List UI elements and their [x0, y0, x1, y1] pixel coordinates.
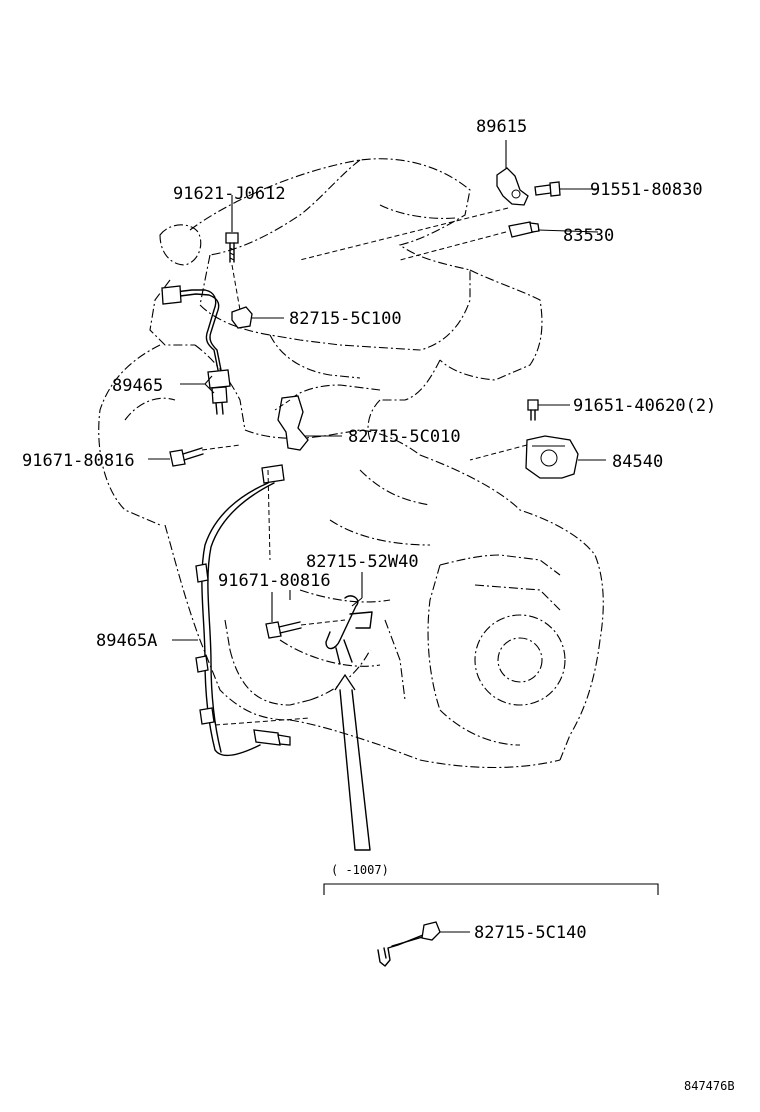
bolt-91671-lower	[265, 621, 302, 639]
components	[161, 167, 659, 967]
label-91551-80830: 91551-80830	[590, 180, 703, 200]
cam-position-sensor	[496, 167, 529, 206]
part-labels: 89615 91551-80830 83530 91621-J0612 8271…	[22, 117, 735, 1093]
oxygen-sensor-lower	[195, 464, 291, 757]
label-82715-5C100: 82715-5C100	[289, 309, 402, 329]
label-82715-5C010: 82715-5C010	[348, 427, 461, 447]
drawing-id: 847476B	[684, 1079, 735, 1093]
bolt-91651	[527, 399, 539, 421]
oil-pressure-switch	[508, 221, 540, 238]
label-82715-5C140: 82715-5C140	[474, 923, 587, 943]
label-91671-80816-lower: 91671-80816	[218, 571, 331, 591]
neutral-start-switch	[525, 435, 579, 479]
inset-bracket	[323, 883, 659, 895]
bracket-5c010	[277, 395, 309, 451]
label-83530: 83530	[563, 226, 614, 246]
label-89465: 89465	[112, 376, 163, 396]
bracket-5c100	[231, 306, 253, 329]
bolt-91621	[225, 232, 239, 263]
range-note: ( -1007)	[331, 863, 389, 877]
leader-lines	[148, 140, 606, 933]
location-arrow	[334, 673, 371, 851]
label-84540: 84540	[612, 452, 663, 472]
label-82715-52W40: 82715-52W40	[306, 552, 419, 572]
bolt-91671-upper	[169, 447, 204, 467]
label-91671-80816-upper: 91671-80816	[22, 451, 135, 471]
oxygen-sensor-upper	[161, 285, 231, 415]
bracket-52w40	[325, 595, 373, 665]
label-91651-40620: 91651-40620(2)	[573, 396, 716, 416]
label-91621-J0612: 91621-J0612	[173, 184, 286, 204]
label-89615: 89615	[476, 117, 527, 137]
bracket-5c140	[377, 921, 441, 967]
label-89465A: 89465A	[96, 631, 157, 651]
engine-outline	[98, 158, 604, 769]
bolt-91551	[534, 181, 561, 197]
